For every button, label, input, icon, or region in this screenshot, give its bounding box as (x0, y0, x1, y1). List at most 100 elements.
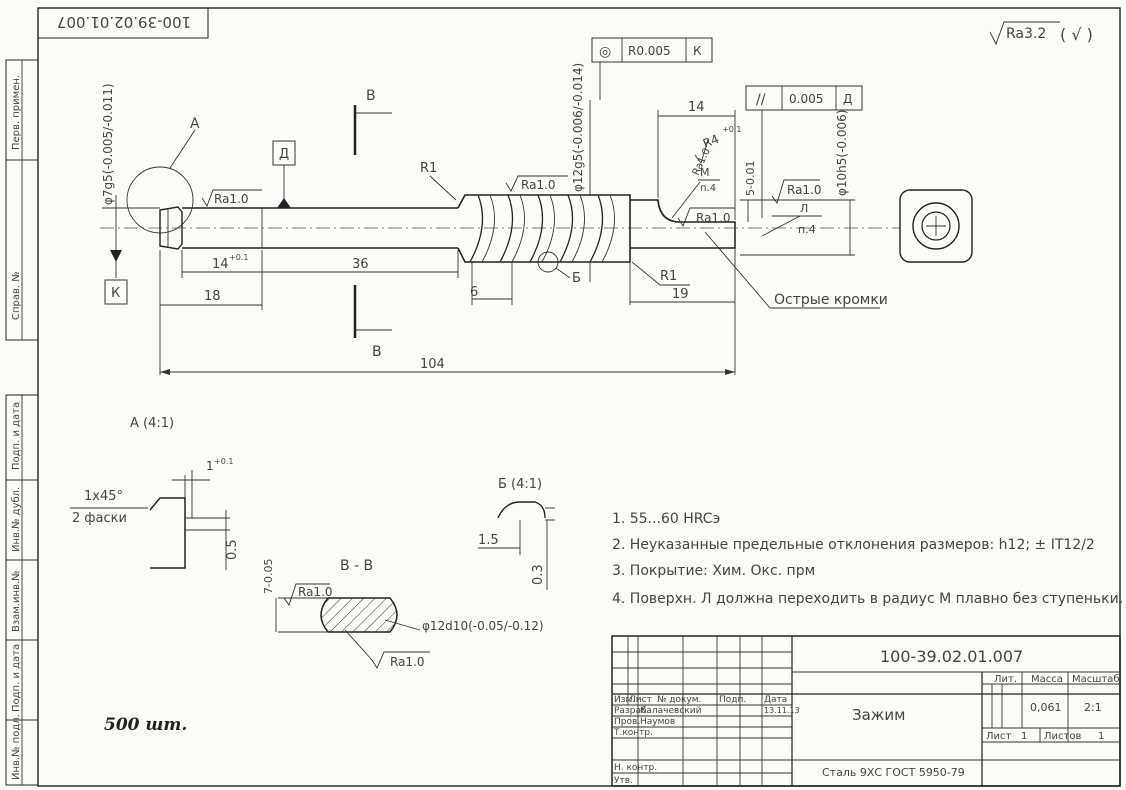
concentricity-value: R0.005 (628, 44, 671, 58)
dim-18: 18 (204, 289, 221, 304)
dim-5: 5-0.01 (744, 161, 757, 196)
row-label-3: Т.контр. (613, 728, 653, 738)
mass-value: 0,061 (1030, 701, 1062, 714)
dim-14-top: 14 (688, 100, 705, 115)
lit-label: Лит. (994, 674, 1017, 685)
radius-r1-right: R1 (660, 269, 677, 284)
datum-k-box (104, 279, 128, 305)
concentricity-datum: К (693, 44, 702, 58)
view-a-dim-1: 1 (206, 459, 214, 473)
section-roughness-top: Ra1.0 (298, 585, 333, 599)
roughness-right: Ra1.0 (696, 211, 731, 225)
section-roughness-bottom: Ra1.0 (390, 655, 425, 669)
view-a-dim-05: 0.5 (225, 539, 240, 560)
header-sign: Подп. (719, 695, 746, 705)
tolerance-frame-concentricity (591, 37, 713, 63)
title-block (611, 635, 1121, 787)
row-label-5: Утв. (614, 776, 633, 786)
dim-19: 19 (672, 287, 689, 302)
header-list: Лист (629, 695, 652, 705)
m-p4: п.4 (700, 183, 716, 194)
roughness-symbol (989, 21, 1060, 46)
top-stamp-box (37, 7, 209, 39)
scale-label: Масштаб (1072, 674, 1120, 685)
note-3: 3. Покрытие: Хим. Окс. прм (612, 563, 815, 579)
row-label-2: Пров. (614, 717, 640, 727)
side-label-6: Подп. и дата (11, 644, 22, 712)
side-label-7: Инв.№ подл. (11, 714, 22, 780)
datum-k-label: К (111, 286, 120, 301)
scale-value: 2:1 (1084, 701, 1102, 714)
l-label: Л (800, 202, 808, 215)
note-4: 4. Поверхн. Л должна переходить в радиус… (612, 591, 1123, 607)
view-a-title: А (4:1) (130, 416, 174, 431)
detail-b-label: Б (572, 271, 581, 286)
section-shape (320, 597, 398, 633)
dim-14-tol: +0.1 (229, 253, 248, 262)
side-label-4: Инв.№ дубл. (11, 487, 22, 552)
roughness-surface-l: Ra1.0 (787, 183, 822, 197)
radius-r1-left: R1 (420, 161, 437, 176)
view-b-dim-15: 1.5 (478, 533, 499, 548)
row-label-1: Разраб. (614, 706, 649, 716)
title-code: 100-39.02.01.007 (880, 647, 1023, 666)
sheets-value: 1 (1098, 731, 1104, 742)
title-material: Сталь 9ХС ГОСТ 5950-79 (822, 766, 965, 779)
section-diameter: φ12d10(-0.05/-0.12) (422, 619, 544, 633)
diameter-12: φ12g5(-0.006/-0.014) (571, 63, 585, 192)
detail-a-circle (126, 166, 194, 234)
detail-a-label: А (190, 116, 200, 132)
header-date: Дата (764, 695, 787, 705)
detail-b-circle (537, 251, 559, 273)
view-a-chamfer: 1х45° (84, 489, 123, 504)
quantity-note: 500 шт. (104, 715, 187, 735)
concentricity-symbol: ◎ (599, 44, 611, 60)
header-doc: № докум. (657, 695, 701, 705)
dim-104: 104 (420, 357, 445, 372)
mass-label: Масса (1031, 674, 1063, 685)
dim-14: 14 (212, 257, 229, 272)
row-label-4: Н. контр. (614, 763, 657, 773)
title-name: Зажим (852, 706, 905, 724)
top-stamp-code: 100-39.02.01.007 (57, 13, 191, 31)
header-izm: Изм. (614, 695, 635, 705)
shaft-tip (159, 206, 183, 250)
datum-d-label: Д (279, 147, 289, 162)
view-b-dim-03: 0.3 (531, 564, 546, 585)
tolerance-frame-parallel (745, 85, 863, 111)
parallel-value: 0.005 (789, 92, 823, 106)
parallel-symbol: // (756, 92, 766, 108)
sharp-edges-note: Острые кромки (774, 292, 888, 308)
roughness-shaft: Ra1.0 (214, 192, 249, 206)
shaft-right-end (630, 199, 736, 249)
section-label-top: В (366, 88, 376, 104)
row-name-2: Наумов (640, 717, 675, 727)
side-label-3: Подп. и дата (11, 402, 22, 470)
row-date-1: 13.11.13 (764, 706, 800, 715)
dim-6: 6 (470, 285, 478, 300)
side-label-5: Взам.инв.№ (11, 570, 22, 632)
section-title: В - В (340, 558, 373, 574)
sheets-label: Листов (1044, 731, 1081, 742)
row-name-1: Калачевский (640, 706, 702, 716)
side-label-1: Перв. примен. (11, 75, 22, 150)
diameter-7: φ7g5(-0.005/-0.011) (101, 83, 115, 205)
note-1: 1. 55...60 HRCэ (612, 511, 720, 527)
diameter-10: φ10h5(-0.006) (835, 110, 849, 196)
radius-r4-tol: +0.1 (722, 125, 741, 134)
sheet-value: 1 (1021, 731, 1027, 742)
section-label-bottom: В (372, 344, 382, 360)
helical-grooves (469, 194, 604, 263)
note-2: 2. Неуказанные предельные отклонения раз… (612, 537, 1095, 553)
view-a-shape (149, 497, 186, 569)
sheet-label: Лист (986, 731, 1012, 742)
view-a-dim-1-tol: +0.1 (214, 457, 233, 466)
parallel-datum: Д (843, 92, 852, 106)
view-b-title: Б (4:1) (498, 477, 542, 492)
view-b-shape (497, 501, 546, 519)
roughness-bracket: ( √ ) (1060, 25, 1093, 44)
section-dim-7: 7-0.05 (262, 559, 275, 594)
m-label: М (700, 166, 710, 179)
